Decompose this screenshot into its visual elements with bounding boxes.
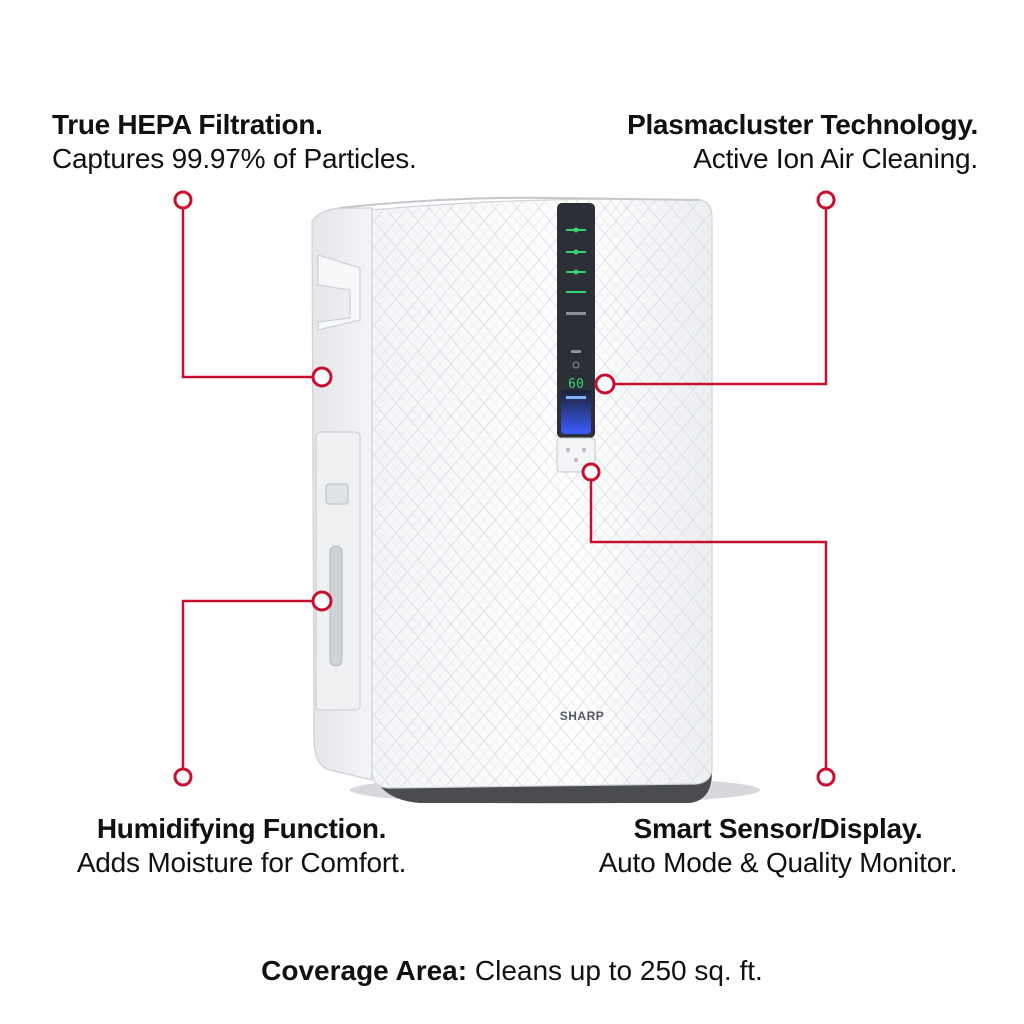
display-readout: 60 — [568, 377, 584, 392]
feature-plasmacluster: Plasmacluster Technology. Active Ion Air… — [627, 108, 978, 176]
feature-hepa: True HEPA Filtration. Captures 99.97% of… — [52, 108, 417, 176]
coverage-area: Coverage Area: Cleans up to 250 sq. ft. — [0, 955, 1024, 987]
feature-plasmacluster-title: Plasmacluster Technology. — [627, 109, 978, 140]
feature-humidifying: Humidifying Function. Adds Moisture for … — [44, 812, 439, 880]
coverage-text: Cleans up to 250 sq. ft. — [467, 955, 763, 986]
air-purifier: 60 SHARP — [311, 196, 760, 804]
callout-smart-line — [589, 481, 828, 768]
humid-pointer — [311, 590, 333, 612]
feature-smart-sensor-title: Smart Sensor/Display. — [633, 813, 923, 844]
hepa-pointer — [311, 366, 333, 388]
callout-hepa-line — [181, 208, 313, 379]
callout-markers — [173, 190, 836, 787]
callout-humid-line — [181, 599, 313, 768]
side-handle — [317, 254, 361, 331]
feature-hepa-title: True HEPA Filtration. — [52, 109, 323, 140]
smart-pointer — [581, 462, 601, 482]
feature-plasmacluster-subtitle: Active Ion Air Cleaning. — [693, 143, 978, 175]
control-display — [557, 203, 595, 438]
feature-humidifying-subtitle: Adds Moisture for Comfort. — [76, 847, 407, 879]
plasma-marker — [816, 190, 836, 210]
callout-lines — [181, 208, 828, 768]
callout-plasma-line — [614, 208, 828, 386]
brand-logo: SHARP — [560, 709, 605, 723]
feature-smart-sensor: Smart Sensor/Display. Auto Mode & Qualit… — [558, 812, 998, 880]
smart-marker — [816, 767, 836, 787]
tank-latch — [325, 483, 349, 505]
coverage-label: Coverage Area: — [261, 955, 468, 986]
water-level-window — [329, 545, 343, 667]
humid-marker — [173, 767, 193, 787]
feature-hepa-subtitle: Captures 99.97% of Particles. — [52, 143, 417, 175]
hepa-marker — [173, 190, 193, 210]
control-buttons — [556, 437, 596, 473]
feature-humidifying-title: Humidifying Function. — [96, 813, 387, 844]
plasma-pointer — [594, 373, 616, 395]
feature-smart-sensor-subtitle: Auto Mode & Quality Monitor. — [598, 847, 958, 879]
